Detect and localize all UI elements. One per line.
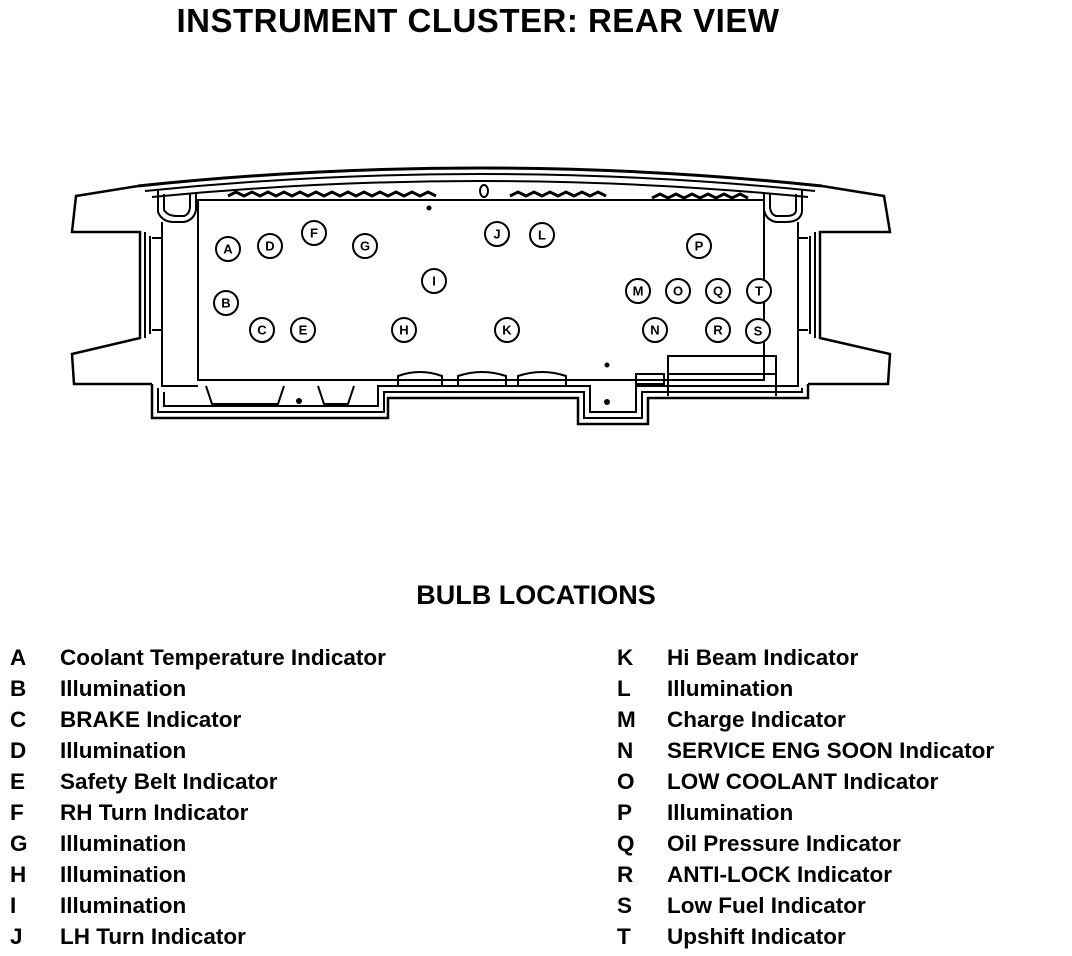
legend-key: G: [10, 830, 28, 856]
legend-key: S: [617, 892, 633, 918]
bulb-label: S: [754, 324, 763, 339]
bulb-label: C: [257, 323, 267, 338]
legend-key: Q: [617, 830, 635, 856]
legend-description: LH Turn Indicator: [60, 923, 246, 949]
legend-description: Illumination: [60, 737, 187, 763]
legend-description: LOW COOLANT Indicator: [667, 768, 939, 794]
bulb-label: D: [265, 239, 274, 254]
legend-row: J LH Turn Indicator: [10, 921, 386, 952]
instrument-cluster-diagram: A B C D E F G H I J L K P M O Q T N R S: [70, 166, 892, 426]
legend-row: L Illumination: [617, 673, 994, 704]
bulb-label: H: [399, 323, 408, 338]
legend-row: O LOW COOLANT Indicator: [617, 766, 994, 797]
legend-row: S Low Fuel Indicator: [617, 890, 994, 921]
legend-row: C BRAKE Indicator: [10, 704, 386, 735]
legend-description: Upshift Indicator: [667, 923, 846, 949]
legend-key: M: [617, 706, 636, 732]
legend-key: J: [10, 923, 23, 949]
legend-key: C: [10, 706, 27, 732]
legend-key: K: [617, 644, 634, 670]
bulb-label: R: [713, 323, 723, 338]
legend-description: Low Fuel Indicator: [667, 892, 866, 918]
bulb-label: I: [432, 274, 436, 289]
legend-key: H: [10, 861, 27, 887]
bulb-label: F: [310, 226, 318, 241]
legend-key: R: [617, 861, 634, 887]
bulb-label: M: [633, 284, 644, 299]
legend-row: A Coolant Temperature Indicator: [10, 642, 386, 673]
legend-row: T Upshift Indicator: [617, 921, 994, 952]
bulb-label: P: [695, 239, 704, 254]
legend-description: ANTI-LOCK Indicator: [667, 861, 892, 887]
legend-row: H Illumination: [10, 859, 386, 890]
bulb-label: L: [538, 228, 546, 243]
bulb-label: T: [755, 284, 763, 299]
legend-description: Illumination: [60, 861, 187, 887]
legend-key: O: [617, 768, 635, 794]
bulb-label: G: [360, 239, 370, 254]
bulb-label: E: [299, 323, 308, 338]
legend-key: D: [10, 737, 27, 763]
legend-row: I Illumination: [10, 890, 386, 921]
legend-description: RH Turn Indicator: [60, 799, 249, 825]
bulb-label: O: [673, 284, 683, 299]
bulb-label: B: [221, 296, 230, 311]
legend-description: Oil Pressure Indicator: [667, 830, 901, 856]
legend-description: Coolant Temperature Indicator: [60, 644, 386, 670]
legend-row: N SERVICE ENG SOON Indicator: [617, 735, 994, 766]
legend-row: F RH Turn Indicator: [10, 797, 386, 828]
legend-description: Illumination: [60, 675, 187, 701]
legend-key: A: [10, 644, 27, 670]
legend-key: P: [617, 799, 633, 825]
legend-description: BRAKE Indicator: [60, 706, 242, 732]
legend-row: B Illumination: [10, 673, 386, 704]
legend-key: T: [617, 923, 631, 949]
legend-key: N: [617, 737, 634, 763]
legend-right-column: K Hi Beam Indicator L Illumination M Charge…: [617, 642, 994, 952]
legend-description: Illumination: [667, 675, 794, 701]
legend-row: G Illumination: [10, 828, 386, 859]
legend-key: B: [10, 675, 27, 701]
legend-row: E Safety Belt Indicator: [10, 766, 386, 797]
legend-row: M Charge Indicator: [617, 704, 994, 735]
legend-row: P Illumination: [617, 797, 994, 828]
bulb-label: K: [502, 323, 512, 338]
legend-row: D Illumination: [10, 735, 386, 766]
legend-description: Illumination: [667, 799, 794, 825]
bulb-label: Q: [713, 284, 723, 299]
legend-key: I: [10, 892, 17, 918]
page-title: INSTRUMENT CLUSTER: REAR VIEW: [176, 2, 780, 39]
legend-description: Illumination: [60, 892, 187, 918]
legend-left-column: A Coolant Temperature Indicator B Illumina…: [10, 642, 386, 952]
legend-key: E: [10, 768, 26, 794]
legend-title: BULB LOCATIONS: [416, 580, 656, 610]
legend-row: R ANTI-LOCK Indicator: [617, 859, 994, 890]
legend-description: Illumination: [60, 830, 187, 856]
legend-description: SERVICE ENG SOON Indicator: [667, 737, 995, 763]
legend-key: F: [10, 799, 24, 825]
legend-row: Q Oil Pressure Indicator: [617, 828, 994, 859]
bulb-label: A: [223, 242, 233, 257]
bulb-label: J: [493, 227, 500, 242]
legend-description: Safety Belt Indicator: [60, 768, 278, 794]
bulb-label: N: [650, 323, 659, 338]
legend-description: Charge Indicator: [667, 706, 846, 732]
legend-row: K Hi Beam Indicator: [617, 642, 994, 673]
legend-key: L: [617, 675, 631, 701]
legend-description: Hi Beam Indicator: [667, 644, 859, 670]
